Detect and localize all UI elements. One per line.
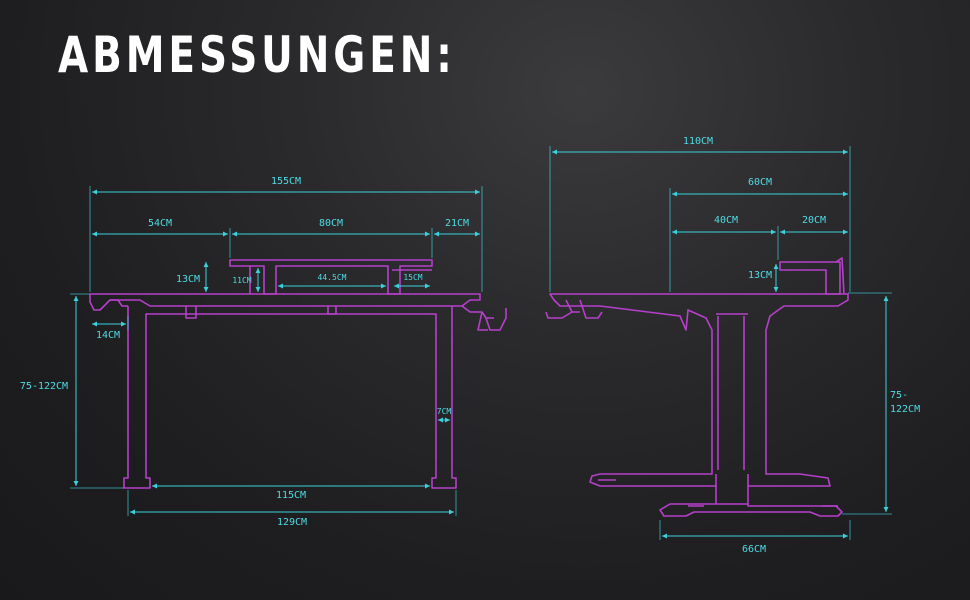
label-left-section: 54CM	[148, 218, 172, 229]
side-view-dimensions	[549, 146, 892, 540]
label-foot-depth: 66CM	[742, 544, 766, 555]
label-monitor-shelf: 80CM	[319, 218, 343, 229]
label-shelf-height: 13CM	[176, 274, 200, 285]
label-shelf-depth: 40CM	[714, 215, 738, 226]
label-right-section: 21CM	[445, 218, 469, 229]
label-top-overhang: 14CM	[96, 330, 120, 341]
label-shelf-side: 15CM	[403, 273, 422, 282]
label-shelf-inner-height: 11CM	[232, 276, 251, 285]
label-depth-total: 110CM	[683, 136, 713, 147]
side-view-labels: 110CM 60CM 40CM 20CM 13CM 75- 122CM 66CM	[683, 136, 920, 555]
label-foot-span: 129CM	[277, 517, 307, 528]
label-leg-width: 7CM	[437, 407, 452, 416]
front-view-labels: 155CM 54CM 80CM 21CM 13CM 11CM 44.5CM 15…	[20, 176, 469, 528]
side-view-desk-outline	[545, 257, 849, 517]
label-width-total: 155CM	[271, 176, 301, 187]
page-title: ABMESSUNGEN:	[58, 26, 456, 84]
label-side-height-line1: 75-	[890, 390, 908, 401]
label-height-range: 75-122CM	[20, 381, 68, 392]
label-tray-height: 13CM	[748, 270, 772, 281]
front-view-dimensions	[70, 186, 483, 516]
label-tray-depth: 20CM	[802, 215, 826, 226]
label-shelf-opening: 44.5CM	[318, 273, 347, 282]
front-view-desk-outline	[89, 259, 507, 489]
label-inner-leg-span: 115CM	[276, 490, 306, 501]
label-desk-depth: 60CM	[748, 177, 772, 188]
label-side-height-line2: 122CM	[890, 404, 920, 415]
